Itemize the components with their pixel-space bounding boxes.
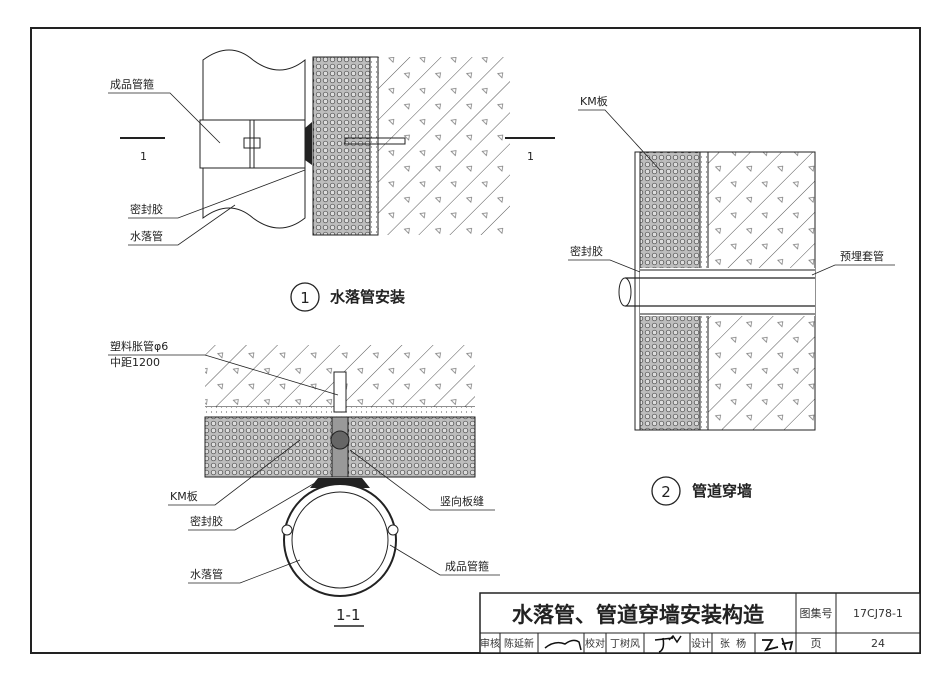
label-clamp: 成品管箍 <box>445 559 489 573</box>
detail-1-downpipe-install: 1 1 成品管箍 密封胶 水落管 1 水落管安装 <box>108 49 555 312</box>
label-sleeve: 预埋套管 <box>840 249 884 263</box>
label-km-board: KM板 <box>170 489 198 503</box>
title-block: 水落管、管道穿墙安装构造 图集号 17CJ78-1 页 24 审核 陈延新 校对… <box>479 592 921 654</box>
signature-checker <box>654 634 682 653</box>
sheet-frame <box>30 27 921 654</box>
pipe-clamp <box>199 119 306 169</box>
label-title-block-design-label: 设计 <box>691 637 711 650</box>
label-sealant: 密封胶 <box>570 244 603 258</box>
label-title-block-atlas-label: 图集号 <box>800 606 833 620</box>
label-detail2-caption-num: 2 <box>661 483 671 501</box>
section-1-1: 塑料胀管φ6 中距1200 KM板 密封胶 水落管 竖向板缝 成品管箍 1-1 <box>108 339 500 627</box>
label-detail1-section-mark: 1 <box>527 150 534 163</box>
atlas-number: 17CJ78-1 <box>853 607 903 620</box>
label-joint: 竖向板缝 <box>440 494 484 508</box>
signature-reviewer <box>544 639 582 651</box>
label-detail1-section-mark: 1 <box>140 150 147 163</box>
page-number: 24 <box>871 637 885 650</box>
label-title-block-page-label: 页 <box>811 637 822 650</box>
km-board <box>312 56 371 236</box>
label-title-block-checker: 丁树风 <box>610 637 640 650</box>
label-title-block-designer: 张 杨 <box>720 637 746 650</box>
label-downpipe: 水落管 <box>130 229 163 243</box>
label-title-block-check-label: 校对 <box>585 637 605 650</box>
caption-detail-1: 水落管安装 <box>330 288 406 306</box>
caption-detail-2: 管道穿墙 <box>692 482 752 500</box>
label-sealant: 密封胶 <box>190 514 223 528</box>
signature-designer <box>762 637 794 652</box>
concrete-wall <box>378 57 510 235</box>
label-title-block-review-label: 审核 <box>480 637 500 650</box>
caption-section-1-1: 1-1 <box>336 606 361 624</box>
label-anchor: 塑料胀管φ6 <box>110 339 168 353</box>
label-detail1-caption-num: 1 <box>300 289 310 307</box>
label-title-block-reviewer: 陈延新 <box>504 637 534 650</box>
detail-2-pipe-through-wall: KM板 密封胶 预埋套管 2 管道穿墙 <box>568 94 895 506</box>
label-clamp: 成品管箍 <box>110 77 154 91</box>
label-downpipe: 水落管 <box>190 567 223 581</box>
label-sealant: 密封胶 <box>130 202 163 216</box>
drawing-title: 水落管、管道穿墙安装构造 <box>512 603 765 627</box>
label-km-board: KM板 <box>580 94 608 108</box>
label-spacing: 中距1200 <box>110 356 160 369</box>
